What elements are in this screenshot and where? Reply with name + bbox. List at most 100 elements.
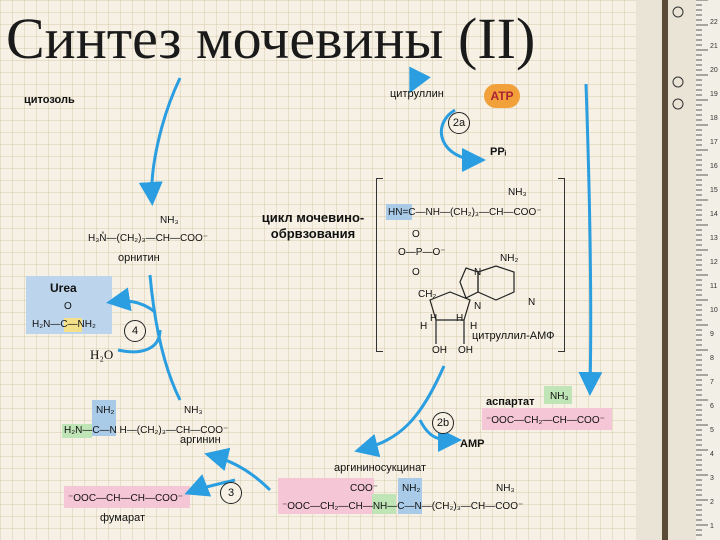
fumarate-arrow <box>184 474 236 497</box>
ruler-number: 14 <box>710 211 718 218</box>
ruler-number: 7 <box>710 379 714 386</box>
step-2b-circle: 2b <box>432 412 454 434</box>
aspartate-highlight <box>482 408 612 430</box>
arginine-label: аргинин <box>180 434 221 446</box>
ruler-number: 4 <box>710 451 714 458</box>
arginine-formula: H₂N—C—N H—(CH₂)₃—CH—COO⁻ <box>64 425 229 436</box>
citrulline-top: NH₃ <box>508 187 527 198</box>
ruler-number: 18 <box>710 115 718 122</box>
ruler-number: 3 <box>710 475 714 482</box>
aspartate-nh3: NH₃ <box>550 391 569 402</box>
atp-badge: ATP <box>484 84 520 108</box>
ruler-number: 5 <box>710 427 714 434</box>
arginine-nh3: NH₃ <box>184 405 203 416</box>
cit-o1: O <box>412 229 420 240</box>
ruler-number: 21 <box>710 43 718 50</box>
ruler-number: 9 <box>710 331 714 338</box>
ribose-oh2: OH <box>458 345 473 356</box>
ribose-h4: H <box>470 321 478 332</box>
step-2a-arrow <box>439 108 486 172</box>
citrulline-formula: HN=C—NH—(CH₂)₃—CH—COO⁻ <box>388 207 542 218</box>
citrullyl-amp-label: цитруллил-АМФ <box>472 330 555 342</box>
urea-o: O <box>64 301 72 312</box>
ornithine-formula: H₃N̊—(CH₂)₃—CH—COO⁻ <box>88 233 209 244</box>
adenine-nh2: NH₂ <box>500 253 519 264</box>
ruler-screw-2 <box>672 76 684 88</box>
fumarate-highlight <box>64 486 190 508</box>
step-3-arrow <box>204 447 272 492</box>
adenine-ring-5 <box>459 267 479 299</box>
cit-ch2: CH₂ <box>418 289 437 300</box>
ruler-number: 16 <box>710 163 718 170</box>
page-title: Синтез мочевины (II) <box>6 6 536 71</box>
urea-release-arrow <box>106 287 156 314</box>
step-3-circle: 3 <box>220 482 242 504</box>
urea-label: Urea <box>50 281 77 295</box>
ribose-ring <box>429 291 471 321</box>
ruler-number: 1 <box>710 523 714 530</box>
step-2b-arrow <box>354 365 446 458</box>
adenine-n2: N <box>474 301 482 312</box>
nh3-highlight <box>544 386 572 404</box>
argsuc-green-highlight <box>372 494 396 514</box>
cit-o2: O <box>412 267 420 278</box>
citrulline-entry-arrow <box>409 66 431 94</box>
ruler-number: 6 <box>710 403 714 410</box>
ribose-h1: H <box>430 313 438 324</box>
arginine-green-highlight <box>62 424 92 438</box>
argsuc-coo: COO⁻ <box>350 483 379 494</box>
ornithine-to-citrulline-arrow <box>138 77 182 206</box>
right-bracket <box>558 178 565 352</box>
ppi-label: PPᵢ <box>490 146 507 158</box>
ornithine-top: NH₃ <box>160 215 179 226</box>
ruler-number: 11 <box>710 283 717 290</box>
arginine-nh2: NH₂ <box>96 405 115 416</box>
fumarate-label: фумарат <box>100 512 146 524</box>
citrulline-highlight <box>386 204 412 220</box>
ruler-number: 17 <box>710 139 718 146</box>
water-label: H₂O <box>90 347 114 362</box>
nh3-arrow <box>578 83 603 396</box>
ruler-number: 20 <box>710 67 718 74</box>
ruler-screw-3 <box>672 6 684 18</box>
water-arrow <box>117 329 162 354</box>
urea-formula: H₂N—C—NH₂ <box>32 319 96 330</box>
argsuc-nh2: NH₂ <box>402 483 421 494</box>
argsuc-blue-highlight <box>398 478 422 514</box>
ribose-h2: H <box>456 313 464 324</box>
cit-p: O—P—O⁻ <box>398 247 446 258</box>
fumarate-formula: ⁻OOC—CH—CH—COO⁻ <box>68 493 183 504</box>
left-bracket <box>376 178 383 352</box>
citrulline-label: цитруллин <box>390 88 444 100</box>
ruler-number: 19 <box>710 91 718 98</box>
arginine-blue-highlight <box>92 400 116 436</box>
argsuc-pink-highlight <box>278 478 374 514</box>
amp-arrow <box>418 419 462 452</box>
ruler-number: 15 <box>710 187 718 194</box>
cytosol-label: цитозоль <box>24 94 75 106</box>
urea-yellow-highlight <box>64 318 82 332</box>
ruler-number: 13 <box>710 235 718 242</box>
ribose-oh1: OH <box>432 345 447 356</box>
adenine-n3: N <box>528 297 536 308</box>
step-4-circle: 4 <box>124 320 146 342</box>
ruler-number: 22 <box>710 19 718 26</box>
aspartate-label: аспартат <box>486 396 535 408</box>
argininosuccinate-formula: ⁻OOC—CH₂—CH—NH—C—N—(CH₂)₃—CH—COO⁻ <box>282 501 524 512</box>
argsuc-nh3: NH₃ <box>496 483 515 494</box>
aspartate-formula: ⁻OOC—CH₂—CH—COO⁻ <box>486 415 605 426</box>
ruler-number: 8 <box>710 355 714 362</box>
cycle-label: цикл мочевино- обрвзования <box>261 210 365 241</box>
ribose-h3: H <box>420 321 428 332</box>
ornithine-label: орнитин <box>118 252 160 264</box>
ruler-number: 10 <box>710 307 718 314</box>
ruler-number: 2 <box>710 499 714 506</box>
amp-label: AMP <box>460 438 485 450</box>
step-2a-circle: 2a <box>448 112 470 134</box>
adenine-ring-6 <box>477 265 515 301</box>
ruler-screw-1 <box>672 98 684 110</box>
argininosuccinate-label: аргининосукцинат <box>334 462 427 474</box>
